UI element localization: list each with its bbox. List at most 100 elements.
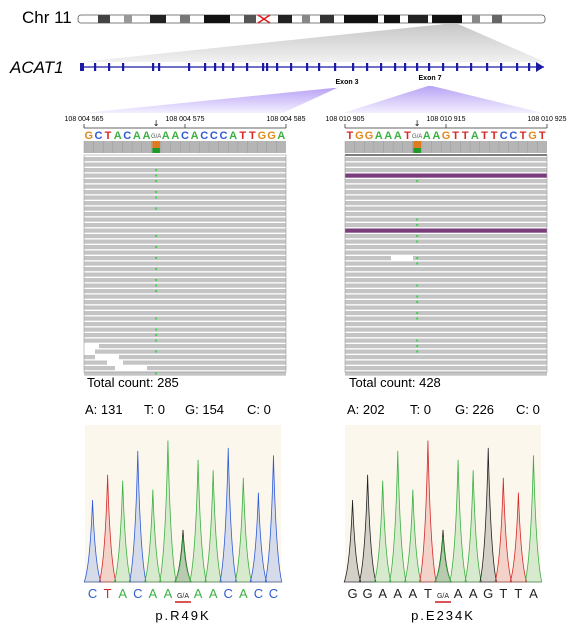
read-gap xyxy=(116,366,146,371)
protein-change: p.R49K xyxy=(155,608,210,623)
trace-peak xyxy=(404,489,422,583)
read xyxy=(345,289,547,294)
read xyxy=(84,250,286,255)
chromosome-outline xyxy=(77,14,546,24)
read xyxy=(84,272,286,277)
read-variant-a xyxy=(155,372,158,375)
coverage-g-fraction xyxy=(413,141,421,148)
exon-block xyxy=(486,63,489,71)
read-gap xyxy=(96,355,118,360)
read-variant-a xyxy=(416,180,419,182)
read xyxy=(345,206,547,211)
reference-base: T xyxy=(520,130,527,142)
read-variant-a xyxy=(155,180,158,182)
zoom-band-chromosome-to-gene xyxy=(80,24,545,62)
read xyxy=(84,217,286,222)
reference-base: T xyxy=(452,130,459,142)
read xyxy=(84,283,286,288)
reference-base: G xyxy=(355,130,364,142)
read xyxy=(345,327,547,332)
exon-block xyxy=(380,63,383,71)
read xyxy=(95,349,286,354)
reference-base: T xyxy=(239,130,246,142)
read-variant-a xyxy=(416,284,419,287)
trace-peak xyxy=(388,450,407,583)
exon-block xyxy=(266,63,269,71)
trace-peak xyxy=(373,480,392,583)
read xyxy=(84,366,115,371)
read xyxy=(345,162,547,167)
left-count-c: C: 0 xyxy=(247,402,271,417)
ruler-label: 108 004 575 xyxy=(166,116,205,123)
read-variant-a xyxy=(155,334,158,336)
reference-base: T xyxy=(249,130,256,142)
trace-peak xyxy=(464,470,482,583)
trace-peak xyxy=(113,480,132,583)
chromosome-band xyxy=(278,15,292,23)
position-marker: ↓ xyxy=(153,119,160,128)
chromosome-band xyxy=(124,15,132,23)
ruler-label: 108 004 565 xyxy=(65,116,104,123)
read xyxy=(345,261,547,266)
trace-peak xyxy=(509,492,528,583)
exon-block xyxy=(158,63,161,71)
read xyxy=(345,305,547,310)
trace-peak xyxy=(219,447,238,583)
read xyxy=(345,179,547,184)
reference-base: T xyxy=(346,130,353,142)
reference-base: T xyxy=(539,130,546,142)
reference-base: A xyxy=(171,130,179,142)
called-base: A xyxy=(454,586,463,601)
reference-base: A xyxy=(375,130,383,142)
right-count-t: T: 0 xyxy=(410,402,431,417)
read-variant-a xyxy=(416,218,419,221)
called-base: A xyxy=(149,586,158,601)
called-base: T xyxy=(104,586,112,601)
read xyxy=(84,162,286,167)
read xyxy=(345,201,547,206)
trace-peak xyxy=(358,474,377,583)
exon3-label: Exon 3 xyxy=(336,79,359,86)
reference-base: A xyxy=(423,130,431,142)
exon-block xyxy=(290,63,293,71)
read-variant-a xyxy=(416,317,419,320)
called-base: C xyxy=(269,586,278,601)
read xyxy=(84,289,286,294)
read-variant-a xyxy=(416,345,419,347)
read-gap xyxy=(84,349,94,354)
right-count-g: G: 226 xyxy=(455,402,495,417)
read xyxy=(84,355,95,360)
called-base: A xyxy=(118,586,127,601)
read-gap xyxy=(392,256,412,261)
exon-block xyxy=(204,63,207,71)
read xyxy=(84,173,286,178)
reference-base: T xyxy=(462,130,469,142)
exon-block xyxy=(428,63,431,71)
exon-block xyxy=(366,63,369,71)
reference-base: A xyxy=(133,130,141,142)
reference-base: G xyxy=(85,130,94,142)
read xyxy=(345,256,391,261)
read-variant-a xyxy=(155,279,158,281)
exon-block xyxy=(404,63,407,71)
read xyxy=(345,333,547,338)
right-total-count: Total count: 428 xyxy=(349,375,441,390)
position-marker: ↓ xyxy=(414,119,421,128)
read xyxy=(99,344,286,349)
reference-base: T xyxy=(481,130,488,142)
read xyxy=(345,184,547,189)
reference-base: G xyxy=(528,130,537,142)
called-base: G xyxy=(363,586,373,601)
reference-base: A xyxy=(114,130,122,142)
read xyxy=(84,206,286,211)
trace-peak xyxy=(419,440,437,583)
called-base: C xyxy=(224,586,233,601)
called-base: T xyxy=(514,586,522,601)
read xyxy=(345,250,547,255)
read xyxy=(84,316,286,321)
chromosome-band xyxy=(492,15,502,23)
exon-block xyxy=(470,63,473,71)
read xyxy=(84,223,286,228)
exon-block xyxy=(442,63,445,71)
